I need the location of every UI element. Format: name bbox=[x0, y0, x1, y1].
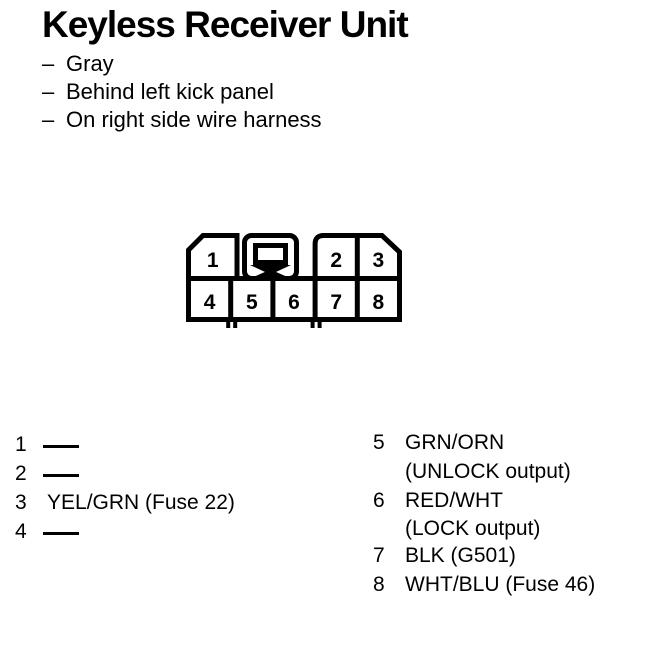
note-text: On right side wire harness bbox=[66, 107, 322, 132]
connector-pin-2-number: 2 bbox=[330, 249, 342, 272]
pin-wire-label: WHT/BLU (Fuse 46) bbox=[405, 573, 596, 596]
note-line-harness: – On right side wire harness bbox=[42, 106, 322, 134]
pin-number: 2 bbox=[15, 462, 27, 485]
connector-diagram: 1 2 3 4 5 6 7 8 bbox=[186, 233, 402, 331]
connector-pin-6-number: 6 bbox=[288, 291, 300, 314]
connector-pin-5-number: 5 bbox=[246, 291, 258, 314]
connector-block-pin1 bbox=[186, 233, 240, 281]
no-connection-dash bbox=[43, 532, 79, 535]
pin-wire-label: YEL/GRN (Fuse 22) bbox=[47, 491, 235, 514]
notes-list: – Gray – Behind left kick panel – On rig… bbox=[42, 50, 322, 134]
connector-pin-1-number: 1 bbox=[207, 249, 219, 272]
pin-function-label: (LOCK output) bbox=[405, 517, 541, 540]
no-connection-dash bbox=[43, 474, 79, 477]
connector-pin-3-number: 3 bbox=[373, 249, 385, 272]
connector-latch bbox=[242, 233, 299, 281]
pin-number: 7 bbox=[373, 544, 385, 567]
pinout-row-6-note: (LOCK output) bbox=[0, 517, 672, 543]
latch-slot bbox=[253, 243, 288, 265]
pinout-row-1: 1 bbox=[0, 433, 330, 459]
pin-wire-label: GRN/ORN bbox=[405, 431, 505, 454]
pin-wire-label: BLK (G501) bbox=[405, 544, 516, 567]
bullet-dash: – bbox=[42, 107, 55, 132]
connector-pin-8-number: 8 bbox=[373, 291, 385, 314]
keying-tab bbox=[310, 318, 322, 328]
pin-number: 4 bbox=[15, 520, 27, 543]
pin-number: 6 bbox=[373, 489, 385, 512]
note-line-location: – Behind left kick panel bbox=[42, 78, 322, 106]
pin-number: 8 bbox=[373, 573, 385, 596]
bullet-dash: – bbox=[42, 79, 55, 104]
pinout-row-6: 6 RED/WHT bbox=[0, 489, 672, 515]
pin-number: 1 bbox=[15, 433, 27, 456]
bullet-dash: – bbox=[42, 51, 55, 76]
pinout-row-3: 3 YEL/GRN (Fuse 22) bbox=[0, 491, 330, 517]
pinout-row-5-note: (UNLOCK output) bbox=[0, 460, 672, 486]
no-connection-dash bbox=[43, 445, 79, 448]
connector-svg: 1 2 3 4 5 6 7 8 bbox=[186, 233, 402, 328]
connector-bottom-row bbox=[186, 276, 402, 322]
pin-number: 5 bbox=[373, 431, 385, 454]
connector-pin-4-number: 4 bbox=[204, 291, 216, 314]
pinout-row-4: 4 bbox=[0, 520, 330, 546]
connector-pin-7-number: 7 bbox=[330, 291, 342, 314]
page-title: Keyless Receiver Unit bbox=[42, 4, 409, 45]
note-text: Behind left kick panel bbox=[66, 79, 274, 104]
note-text: Gray bbox=[66, 51, 114, 76]
pinout-row-5: 5 GRN/ORN bbox=[0, 431, 672, 457]
latch-bowtie-bottom bbox=[249, 269, 292, 279]
pin-wire-label: RED/WHT bbox=[405, 489, 503, 512]
pin-number: 3 bbox=[15, 491, 27, 514]
pinout-row-2: 2 bbox=[0, 462, 330, 488]
pinout-row-7: 7 BLK (G501) bbox=[0, 544, 672, 570]
pin-function-label: (UNLOCK output) bbox=[405, 460, 571, 483]
pinout-row-8: 8 WHT/BLU (Fuse 46) bbox=[0, 573, 672, 599]
note-line-color: – Gray bbox=[42, 50, 322, 78]
keying-tab bbox=[226, 318, 238, 328]
